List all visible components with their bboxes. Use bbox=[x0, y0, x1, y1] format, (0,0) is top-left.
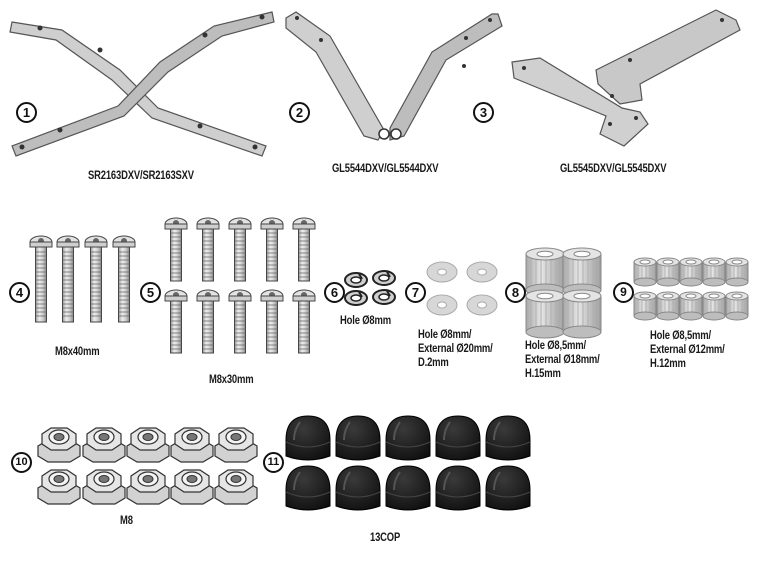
item-number-2: 2 bbox=[289, 102, 310, 123]
label-large-spacer-line-2: External Ø18mm/ bbox=[525, 354, 600, 366]
label-m8x40: M8x40mm bbox=[55, 346, 100, 358]
bracket-gl5545-illustration bbox=[511, 9, 741, 147]
label-flat-washer-line-2: External Ø20mm/ bbox=[418, 343, 493, 355]
item-number-1: 1 bbox=[16, 102, 37, 123]
bracket-gl5544-illustration bbox=[285, 11, 503, 141]
item-number-10: 10 bbox=[11, 452, 32, 473]
item-number-8: 8 bbox=[505, 282, 526, 303]
large-spacers-illustration bbox=[525, 247, 602, 339]
item-number-6: 6 bbox=[324, 282, 345, 303]
label-small-spacer: Hole Ø8,5mm/ External Ø12mm/ H.12mm bbox=[650, 329, 725, 371]
label-gl5545: GL5545DXV/GL5545DXV bbox=[560, 163, 667, 175]
bracket-sr2163-illustration bbox=[9, 11, 275, 157]
caps-13cop-illustration bbox=[285, 415, 531, 511]
label-flat-washer: Hole Ø8mm/ External Ø20mm/ D.2mm bbox=[418, 328, 493, 370]
label-nut-m8: M8 bbox=[120, 515, 133, 527]
item-number-9: 9 bbox=[613, 282, 634, 303]
label-cap-13cop: 13COP bbox=[370, 532, 401, 544]
item-number-7: 7 bbox=[405, 282, 426, 303]
label-sr2163: SR2163DXV/SR2163SXV bbox=[88, 170, 194, 182]
small-spacers-illustration bbox=[633, 257, 749, 321]
flat-washers-illustration bbox=[426, 261, 498, 316]
nuts-m8-illustration bbox=[37, 427, 258, 505]
label-m8x30: M8x30mm bbox=[209, 374, 254, 386]
spring-washers-illustration bbox=[344, 270, 396, 306]
label-small-spacer-line-2: External Ø12mm/ bbox=[650, 344, 725, 356]
label-flat-washer-line-3: D.2mm bbox=[418, 357, 449, 369]
item-number-5: 5 bbox=[140, 282, 161, 303]
label-small-spacer-line-1: Hole Ø8,5mm/ bbox=[650, 330, 711, 342]
item-number-4: 4 bbox=[9, 282, 30, 303]
label-spring-washer: Hole Ø8mm bbox=[340, 315, 391, 327]
label-small-spacer-line-3: H.12mm bbox=[650, 358, 686, 370]
label-flat-washer-line-1: Hole Ø8mm/ bbox=[418, 329, 472, 341]
bolts-m8x30-illustration bbox=[164, 217, 316, 354]
label-gl5544: GL5544DXV/GL5544DXV bbox=[332, 163, 439, 175]
label-large-spacer: Hole Ø8,5mm/ External Ø18mm/ H.15mm bbox=[525, 339, 600, 381]
label-large-spacer-line-3: H.15mm bbox=[525, 368, 561, 380]
bolts-m8x40-illustration bbox=[29, 235, 136, 323]
item-number-11: 11 bbox=[263, 452, 284, 473]
item-number-3: 3 bbox=[473, 102, 494, 123]
label-large-spacer-line-1: Hole Ø8,5mm/ bbox=[525, 340, 586, 352]
